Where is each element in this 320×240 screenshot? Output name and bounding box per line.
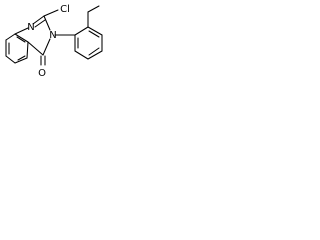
bond-inner-aryl-1 [88, 30, 100, 38]
atom-label-chlorine: Cl [60, 4, 70, 15]
bond-inner-aryl-2 [88, 47, 100, 56]
bond-c4a-c8a [14, 33, 29, 43]
bond-n3-c4 [42, 38, 51, 56]
chemical-structure: N N O Cl [5, 4, 103, 79]
bond-n1-c2 [32, 15, 45, 25]
bond-methyl-tip [87, 5, 100, 13]
bond-c5-c4a [26, 41, 29, 59]
bond-layer [5, 5, 103, 66]
bond-c8a-c8 [5, 33, 16, 41]
atom-label-n3: N [49, 30, 56, 41]
bond-aryl-c5-c6 [74, 50, 89, 60]
bond-c2-n3 [43, 15, 51, 31]
label-layer: N N O Cl [27, 4, 70, 79]
atom-label-n1: N [27, 22, 34, 33]
bond-inner-benzo-3 [16, 36, 26, 43]
bond-aryl-c4-c5 [87, 50, 103, 60]
bond-c8a-n1 [14, 27, 29, 35]
structure-canvas: N N O Cl [0, 0, 131, 82]
bond-aryl-c1-c2 [74, 26, 89, 36]
bond-c6-c5 [14, 57, 28, 64]
bond-inner-benzo-2 [17, 55, 26, 61]
bond-c2-cl [43, 9, 59, 17]
atom-label-oxygen: O [38, 68, 46, 79]
bond-aryl-c2-c3 [87, 26, 103, 36]
bond-c4-c4a [27, 41, 44, 56]
bond-n1-c2-double [34, 19, 46, 28]
bond-c7-c6 [5, 55, 16, 64]
